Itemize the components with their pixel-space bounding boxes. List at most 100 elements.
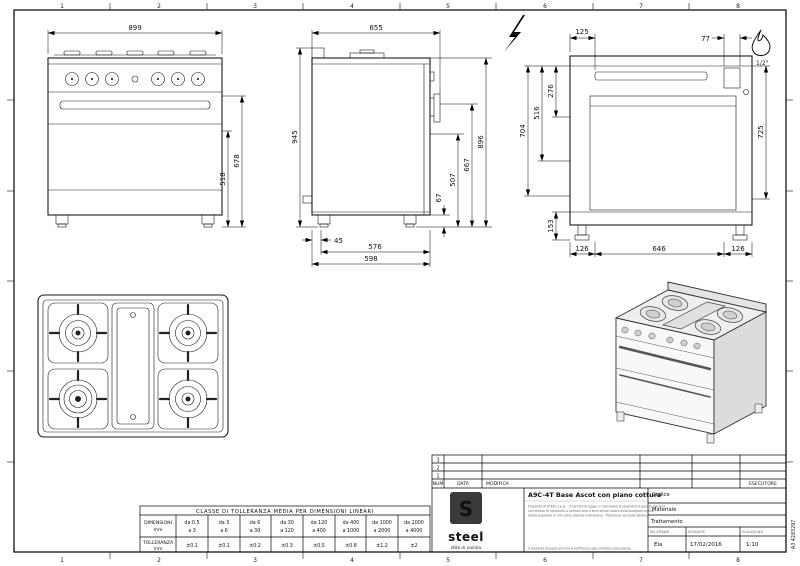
range-cell: da 6 [250, 520, 261, 526]
dim-side-67: 67 [435, 194, 443, 203]
door-handle-profile [433, 93, 441, 123]
revision-row-number: 3 [436, 458, 439, 464]
range-cell: a 4000 [406, 528, 423, 534]
tolerance-cell: ±0.1 [218, 543, 230, 549]
dim-side-598: 598 [364, 255, 377, 263]
steel-logo: S steel stile in cucina [448, 492, 484, 551]
drawn-by-value: Ela [654, 542, 662, 548]
dim-rear-77: 77 [701, 35, 710, 43]
dim-side-height: 945 [291, 130, 299, 143]
range-cell: a 400 [312, 528, 326, 534]
tolerance-table-title: CLASSE DI TOLLERANZA MEDIA PER DIMENSION… [196, 509, 374, 515]
grid-col-label: 2 [157, 557, 161, 564]
grid-col-label: 1 [60, 3, 64, 10]
title-block: 3 2 1 NUM DATA MODIFICA ESECUTORE S stee… [431, 454, 787, 553]
header-modifica: MODIFICA [486, 481, 510, 487]
range-cell: a 1000 [343, 528, 360, 534]
code-field-label: Codice [652, 492, 670, 498]
grid-col-label: 6 [543, 3, 547, 10]
range-cell: da 120 [311, 520, 328, 526]
range-cell: da 30 [280, 520, 294, 526]
dimension-row-label: DIMENSIONI [144, 520, 172, 526]
range-cell: a 3 [188, 528, 196, 534]
scale-value: 1:10 [746, 542, 759, 548]
tolerance-cell: ±0.5 [313, 543, 325, 549]
range-cell: a 30 [250, 528, 261, 534]
sheet-frame: 1 2 3 4 5 6 7 8 1 2 3 4 5 6 7 8 A3 42832… [7, 3, 797, 564]
fine-print-footer: Il presente disegno annulla e sostituisc… [528, 547, 632, 551]
dim-front-width: 899 [128, 24, 141, 32]
tolerance-table: CLASSE DI TOLLERANZA MEDIA PER DIMENSION… [139, 505, 431, 553]
range-cell: da 400 [343, 520, 360, 526]
range-cell: a 6 [220, 528, 228, 534]
tolerance-cell: ±1.2 [376, 543, 388, 549]
drawing-title: A9C-4T Base Ascot con piano cottura [528, 491, 661, 499]
dim-side-45: 45 [334, 237, 343, 245]
grid-col-label: 5 [446, 557, 450, 564]
grid-col-label: 7 [639, 3, 643, 10]
logo-mark: S [459, 497, 473, 521]
material-field-label: Materiale [652, 507, 676, 513]
dim-front-h1: 678 [233, 154, 241, 167]
flame-icon [751, 29, 771, 56]
range-cell: a 2000 [374, 528, 391, 534]
grid-col-label: 4 [350, 3, 354, 10]
grid-col-label: 8 [736, 557, 740, 564]
dim-rear-516: 516 [533, 106, 541, 120]
range-cell: da 1000 [372, 520, 392, 526]
grid-col-label: 4 [350, 557, 354, 564]
dim-rear-725: 725 [757, 125, 765, 138]
fine-print-line: con divieto di riprodurlo o comunicarlo … [528, 509, 655, 513]
range-cell: da 2000 [404, 520, 424, 526]
side-view: 655 945 896 667 507 67 45 576 598 [291, 24, 492, 267]
grid-col-label: 3 [253, 3, 257, 10]
dim-rear-276: 276 [547, 84, 555, 98]
dim-side-507: 507 [449, 173, 457, 186]
rear-vent [594, 71, 708, 81]
iso-oven-handle [618, 345, 712, 371]
grid-col-label: 2 [157, 3, 161, 10]
dim-rear-704: 704 [519, 124, 527, 138]
header-esecutore: ESECUTORE [749, 481, 777, 487]
tolerance-cell: ±0.2 [249, 543, 261, 549]
date-value: 17/02/2016 [690, 542, 722, 548]
top-view [37, 294, 229, 438]
sheet-format-code: A3 4283297 [791, 520, 797, 549]
header-data: DATA [457, 481, 470, 487]
dim-front-h2: 518 [219, 172, 227, 185]
terminal-box [723, 67, 741, 89]
rear-view: 1/2" 125 77 276 516 704 153 725 [504, 15, 771, 257]
logo-name: steel [448, 530, 484, 544]
tolerance-cell: ±0.3 [281, 543, 293, 549]
grid-col-label: 7 [639, 557, 643, 564]
range-cell: a 120 [280, 528, 294, 534]
tolerance-row-unit: mm [154, 547, 163, 552]
control-knobs [65, 72, 205, 86]
dim-side-576: 576 [368, 243, 382, 251]
revision-row-number: 1 [436, 474, 439, 480]
dim-rear-125: 125 [575, 28, 588, 36]
grid-col-label: 6 [543, 557, 547, 564]
fine-print-line: Proprietà di STEEL S.p.A. - A termini di… [528, 505, 665, 509]
front-view: 899 678 518 [47, 24, 246, 228]
range-cell: da 0.5 [184, 520, 199, 526]
grid-col-label: 5 [446, 3, 450, 10]
lightning-bolt-icon [504, 15, 525, 52]
iso-drawer-handle [619, 374, 711, 398]
treatment-field-label: Trattamento [650, 519, 683, 525]
grid-col-label: 3 [253, 557, 257, 564]
header-num: NUM [433, 481, 444, 487]
scale-label: SCALA/SCALE [742, 530, 763, 534]
tolerance-cell: ±0.8 [345, 543, 357, 549]
dim-rear-126l: 126 [575, 245, 589, 253]
dim-rear-126r: 126 [731, 245, 745, 253]
gas-inlet [302, 195, 313, 204]
oven-handle [59, 100, 211, 110]
dim-side-top: 655 [369, 24, 382, 32]
tolerance-cell: ±2 [410, 543, 417, 549]
gas-connection-size: 1/2" [756, 60, 769, 67]
dim-side-667: 667 [463, 158, 471, 171]
dimension-row-unit: mm [154, 528, 163, 533]
